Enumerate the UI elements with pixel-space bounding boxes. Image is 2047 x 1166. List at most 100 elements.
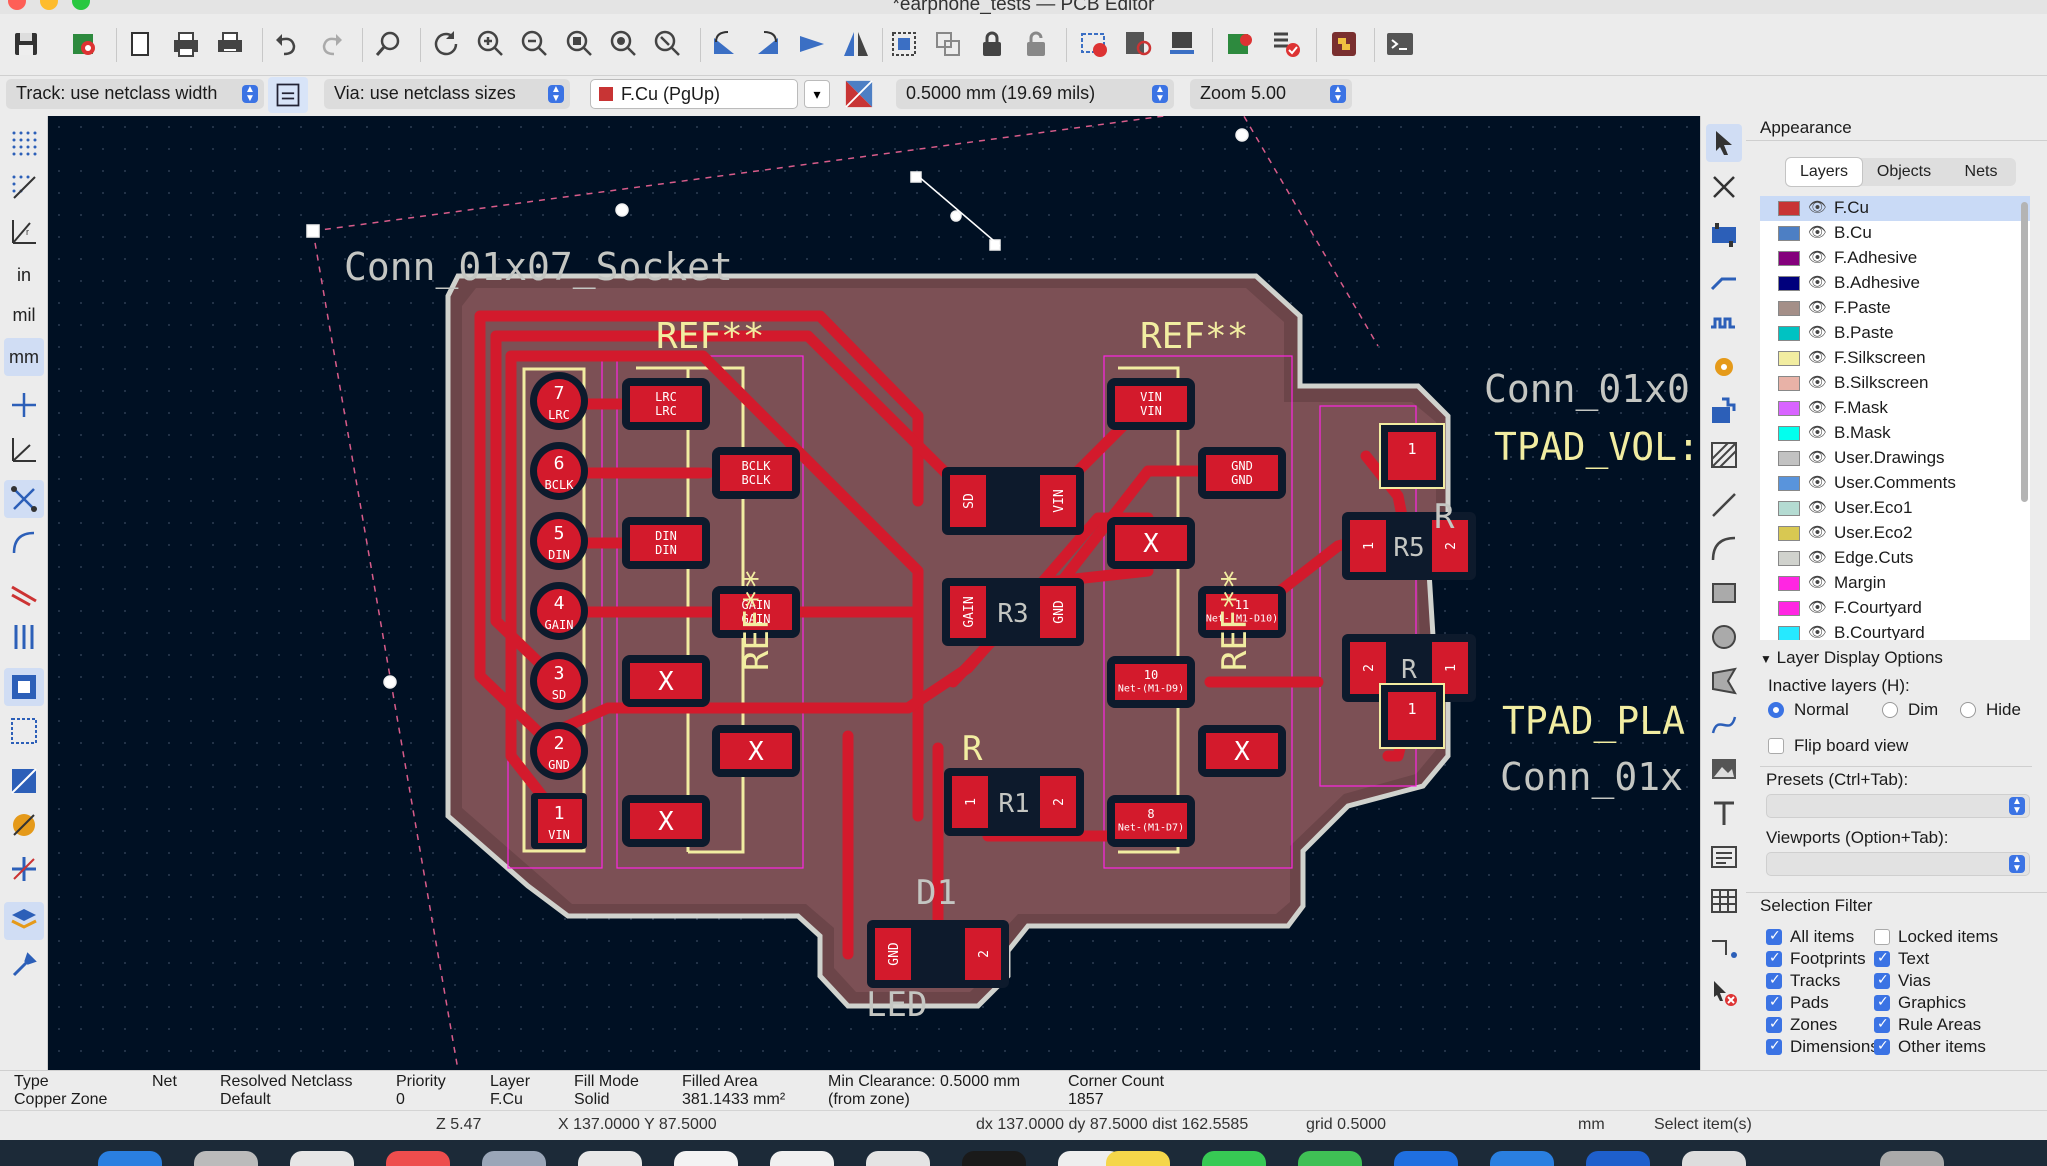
layer-row[interactable]: 👁User.Eco2 [1760,521,2030,546]
filter-checkbox[interactable] [1874,949,1890,967]
dock-app-icon[interactable] [578,1151,642,1166]
pad-x[interactable]: X [622,795,710,847]
add-textbox-icon[interactable] [1706,838,1742,876]
ungroup-icon[interactable] [930,26,966,62]
zoom-select[interactable]: Zoom 5.00▲▼ [1190,79,1352,109]
touch-pad-vol[interactable]: 1 [1379,423,1445,489]
add-zone-icon[interactable] [1706,392,1742,430]
layer-row[interactable]: 👁User.Comments [1760,471,2030,496]
viewports-select[interactable]: ▲▼ [1766,852,2030,876]
polar-coords-icon[interactable]: r [4,212,44,250]
rule-area-handle[interactable] [615,203,629,217]
lock-icon[interactable] [974,26,1010,62]
units-inch-button[interactable]: in [16,264,31,285]
find-icon[interactable] [370,26,406,62]
dock-app-icon[interactable] [98,1151,162,1166]
layer-color-swatch[interactable] [1778,301,1800,316]
dock-app-icon[interactable] [1490,1151,1554,1166]
active-layer-select[interactable]: F.Cu (PgUp) [590,79,798,109]
footprint-editor-icon[interactable] [1076,26,1112,62]
visibility-eye-icon[interactable]: 👁 [1808,399,1828,416]
layer-row[interactable]: 👁B.Adhesive [1760,271,2030,296]
dock-app-icon[interactable] [1202,1151,1266,1166]
save-icon[interactable] [8,26,44,62]
dock-app-icon[interactable] [1394,1151,1458,1166]
minimize-window-button[interactable] [40,0,58,10]
zoom-fit-icon[interactable] [562,26,598,62]
close-window-button[interactable] [8,0,26,10]
show-tracks-icon[interactable] [4,574,44,612]
layer-row[interactable]: 👁B.Cu [1760,221,2030,246]
page-settings-icon[interactable] [122,26,158,62]
tab-objects[interactable]: Objects [1876,163,1932,180]
mirror-v-icon[interactable] [838,26,874,62]
visibility-eye-icon[interactable]: 👁 [1808,449,1828,466]
visibility-eye-icon[interactable]: 👁 [1808,424,1828,441]
track[interactable] [490,330,980,687]
redo-icon[interactable] [314,26,350,62]
layer-color-swatch[interactable] [1778,351,1800,366]
units-mil-button[interactable]: mil [12,304,36,325]
filter-checkbox[interactable] [1874,993,1890,1011]
track-width-mode-icon[interactable] [268,77,308,113]
dock-app-icon[interactable] [1586,1151,1650,1166]
layer-color-swatch[interactable] [1778,626,1800,640]
layer-color-swatch[interactable] [1778,251,1800,266]
layer-row[interactable]: 👁B.Silkscreen [1760,371,2030,396]
local-ratsnest-icon[interactable] [1706,168,1742,206]
angle-snap-icon[interactable] [4,430,44,468]
layer-color-swatch[interactable] [1778,576,1800,591]
visibility-eye-icon[interactable]: 👁 [1808,299,1828,316]
filter-checkbox[interactable] [1874,1037,1890,1055]
netlist-icon[interactable] [1222,26,1258,62]
plot-icon[interactable] [212,26,248,62]
visibility-eye-icon[interactable]: 👁 [1808,249,1828,266]
dock-app-icon[interactable] [482,1151,546,1166]
visibility-eye-icon[interactable]: 👁 [1808,374,1828,391]
undo-icon[interactable] [268,26,304,62]
filter-checkbox[interactable] [1874,1015,1890,1033]
units-mm-button[interactable]: mm [4,338,44,376]
layer-dropdown-button[interactable]: ▾ [804,80,830,108]
dock-app-icon[interactable] [386,1151,450,1166]
layer-row[interactable]: 👁B.Courtyard [1760,621,2030,640]
draw-rectangle-icon[interactable] [1706,574,1742,612]
layer-color-swatch[interactable] [1778,226,1800,241]
track-width-select[interactable]: Track: use netclass width▲▼ [6,79,264,109]
pad-fill-icon[interactable] [4,762,44,800]
rule-area-handle[interactable] [950,210,962,222]
rule-area-handle[interactable] [306,224,320,238]
connector-pin[interactable]: 3SD [530,652,588,710]
visibility-eye-icon[interactable]: 👁 [1808,499,1828,516]
dock-app-icon[interactable] [674,1151,738,1166]
layer-color-swatch[interactable] [1778,376,1800,391]
show-zones-icon[interactable] [4,668,44,706]
show-vias-icon[interactable] [4,618,44,656]
dock-app-icon[interactable] [1880,1151,1944,1166]
inactive-dim-radio[interactable] [1882,702,1898,718]
filter-checkbox[interactable] [1766,949,1782,967]
rule-area-handle[interactable] [989,239,1001,251]
layer-row[interactable]: 👁F.Courtyard [1760,596,2030,621]
filter-checkbox[interactable] [1874,929,1890,945]
board-setup-icon[interactable] [66,26,102,62]
filter-checkbox[interactable] [1766,927,1782,945]
console-icon[interactable] [1382,26,1418,62]
add-footprint-icon[interactable] [1706,216,1742,254]
filter-checkbox[interactable] [1766,1037,1782,1055]
dock-app-icon[interactable] [962,1151,1026,1166]
draw-bezier-icon[interactable] [1706,706,1742,744]
filter-checkbox[interactable] [1766,971,1782,989]
mirror-h-icon[interactable] [794,26,830,62]
visibility-eye-icon[interactable]: 👁 [1808,274,1828,291]
